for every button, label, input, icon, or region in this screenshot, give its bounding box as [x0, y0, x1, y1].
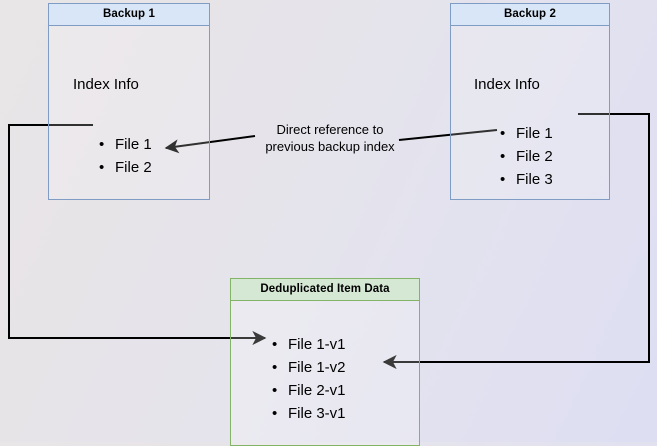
- backup-2-file-list: File 1 File 2 File 3: [500, 122, 553, 191]
- list-item: File 1-v2: [272, 356, 346, 379]
- backup-1-index-info-label: Index Info: [73, 76, 139, 93]
- node-backup-1-header: Backup 1: [49, 4, 209, 26]
- list-item: File 3-v1: [272, 402, 346, 425]
- node-deduplicated-item-data-header: Deduplicated Item Data: [231, 279, 419, 301]
- edge-label-line-2: previous backup index: [265, 139, 395, 154]
- edge-label-direct-reference: Direct reference to previous backup inde…: [248, 121, 412, 155]
- list-item: File 2: [99, 156, 152, 179]
- list-item: File 1: [500, 122, 553, 145]
- list-item: File 3: [500, 168, 553, 191]
- node-deduplicated-item-data-body: File 1-v1 File 1-v2 File 2-v1 File 3-v1: [231, 301, 419, 445]
- dedup-file-list: File 1-v1 File 1-v2 File 2-v1 File 3-v1: [272, 333, 346, 425]
- list-item: File 1-v1: [272, 333, 346, 356]
- node-backup-2-body: Index Info File 1 File 2 File 3: [451, 26, 609, 199]
- node-backup-2-header: Backup 2: [451, 4, 609, 26]
- edge-label-line-1: Direct reference to: [276, 122, 384, 137]
- list-item: File 2-v1: [272, 379, 346, 402]
- node-backup-1[interactable]: Backup 1 Index Info File 1 File 2: [48, 3, 210, 200]
- backup-2-index-info-label: Index Info: [474, 76, 540, 93]
- backup-1-file-list: File 1 File 2: [99, 133, 152, 179]
- node-backup-1-body: Index Info File 1 File 2: [49, 26, 209, 199]
- list-item: File 1: [99, 133, 152, 156]
- node-backup-2[interactable]: Backup 2 Index Info File 1 File 2 File 3: [450, 3, 610, 200]
- list-item: File 2: [500, 145, 553, 168]
- node-deduplicated-item-data[interactable]: Deduplicated Item Data File 1-v1 File 1-…: [230, 278, 420, 446]
